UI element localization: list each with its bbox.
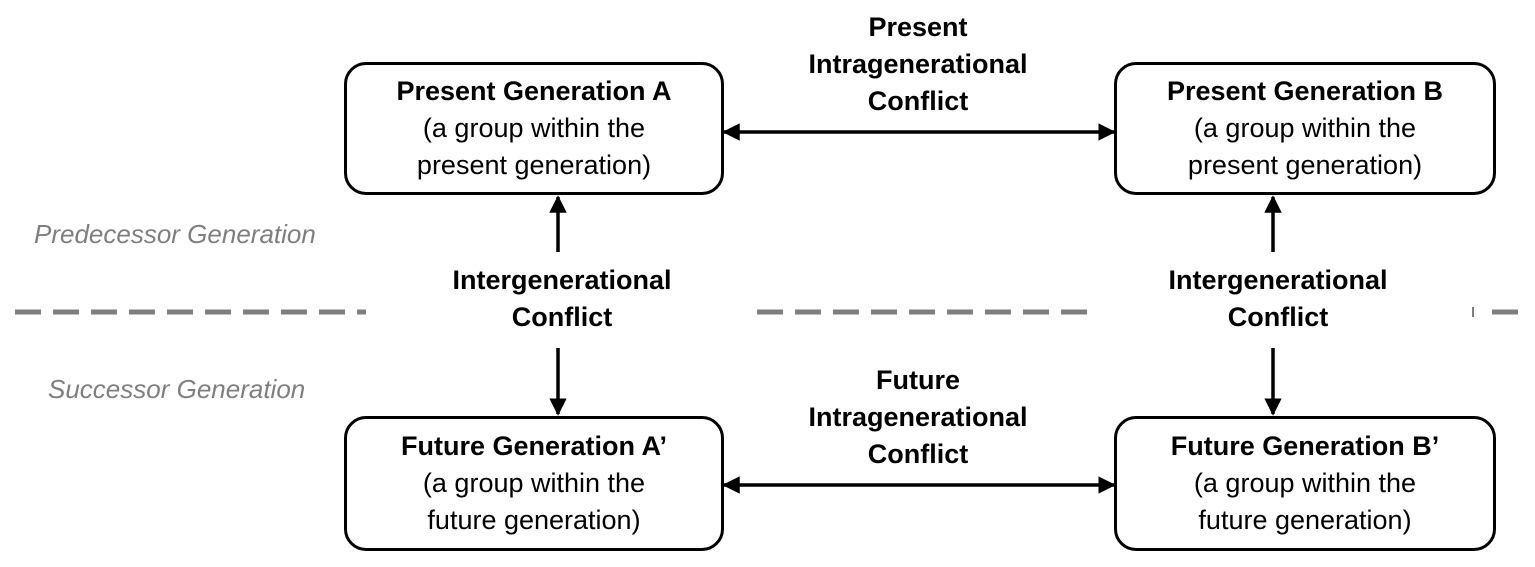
predecessor-generation-label: Predecessor Generation (34, 219, 316, 249)
node-desc-line: future generation) (1198, 505, 1412, 535)
conflict-label-line: Intragenerational (808, 402, 1028, 432)
conflict-label-line: Present (868, 12, 968, 42)
future-generation-a-box: Future Generation A’ (a group within the… (344, 416, 724, 551)
future-intragenerational-conflict-label: Future Intragenerational Conflict (778, 362, 1058, 473)
conflict-label-line: Intragenerational (808, 49, 1028, 79)
intergenerational-conflict-left-label: Intergenerational Conflict (424, 262, 700, 336)
conflict-label-line: Future (876, 365, 960, 395)
node-desc-line: (a group within the (422, 113, 646, 143)
node-title: Present Generation A (396, 76, 672, 106)
node-desc-line: present generation) (1187, 150, 1423, 180)
conflict-label-line: Conflict (1227, 302, 1329, 332)
node-desc-line: (a group within the (1193, 113, 1417, 143)
node-description: (a group within the present generation) (417, 110, 651, 184)
node-title: Future Generation A’ (400, 431, 668, 461)
future-generation-b-box: Future Generation B’ (a group within the… (1114, 416, 1496, 551)
node-desc-line: (a group within the (422, 468, 646, 498)
conflict-label-line: Conflict (867, 86, 969, 116)
present-generation-b-box: Present Generation B (a group within the… (1114, 62, 1496, 195)
node-title: Future Generation B’ (1170, 431, 1440, 461)
conflict-label-line: Intergenerational (452, 265, 672, 295)
conflict-label-line: Conflict (867, 439, 969, 469)
conflict-label-line: Conflict (511, 302, 613, 332)
successor-generation-label: Successor Generation (48, 374, 306, 404)
node-desc-line: present generation) (416, 150, 652, 180)
conflict-label-line: Intergenerational (1168, 265, 1388, 295)
intergenerational-conflict-right-label: Intergenerational Conflict (1140, 262, 1416, 336)
node-title: Present Generation B (1166, 76, 1444, 106)
present-intragenerational-conflict-label: Present Intragenerational Conflict (778, 9, 1058, 120)
present-generation-a-box: Present Generation A (a group within the… (344, 62, 724, 195)
node-description: (a group within the future generation) (423, 465, 645, 539)
node-description: (a group within the present generation) (1188, 110, 1422, 184)
node-desc-line: (a group within the (1193, 468, 1417, 498)
node-description: (a group within the future generation) (1194, 465, 1416, 539)
node-desc-line: future generation) (427, 505, 641, 535)
